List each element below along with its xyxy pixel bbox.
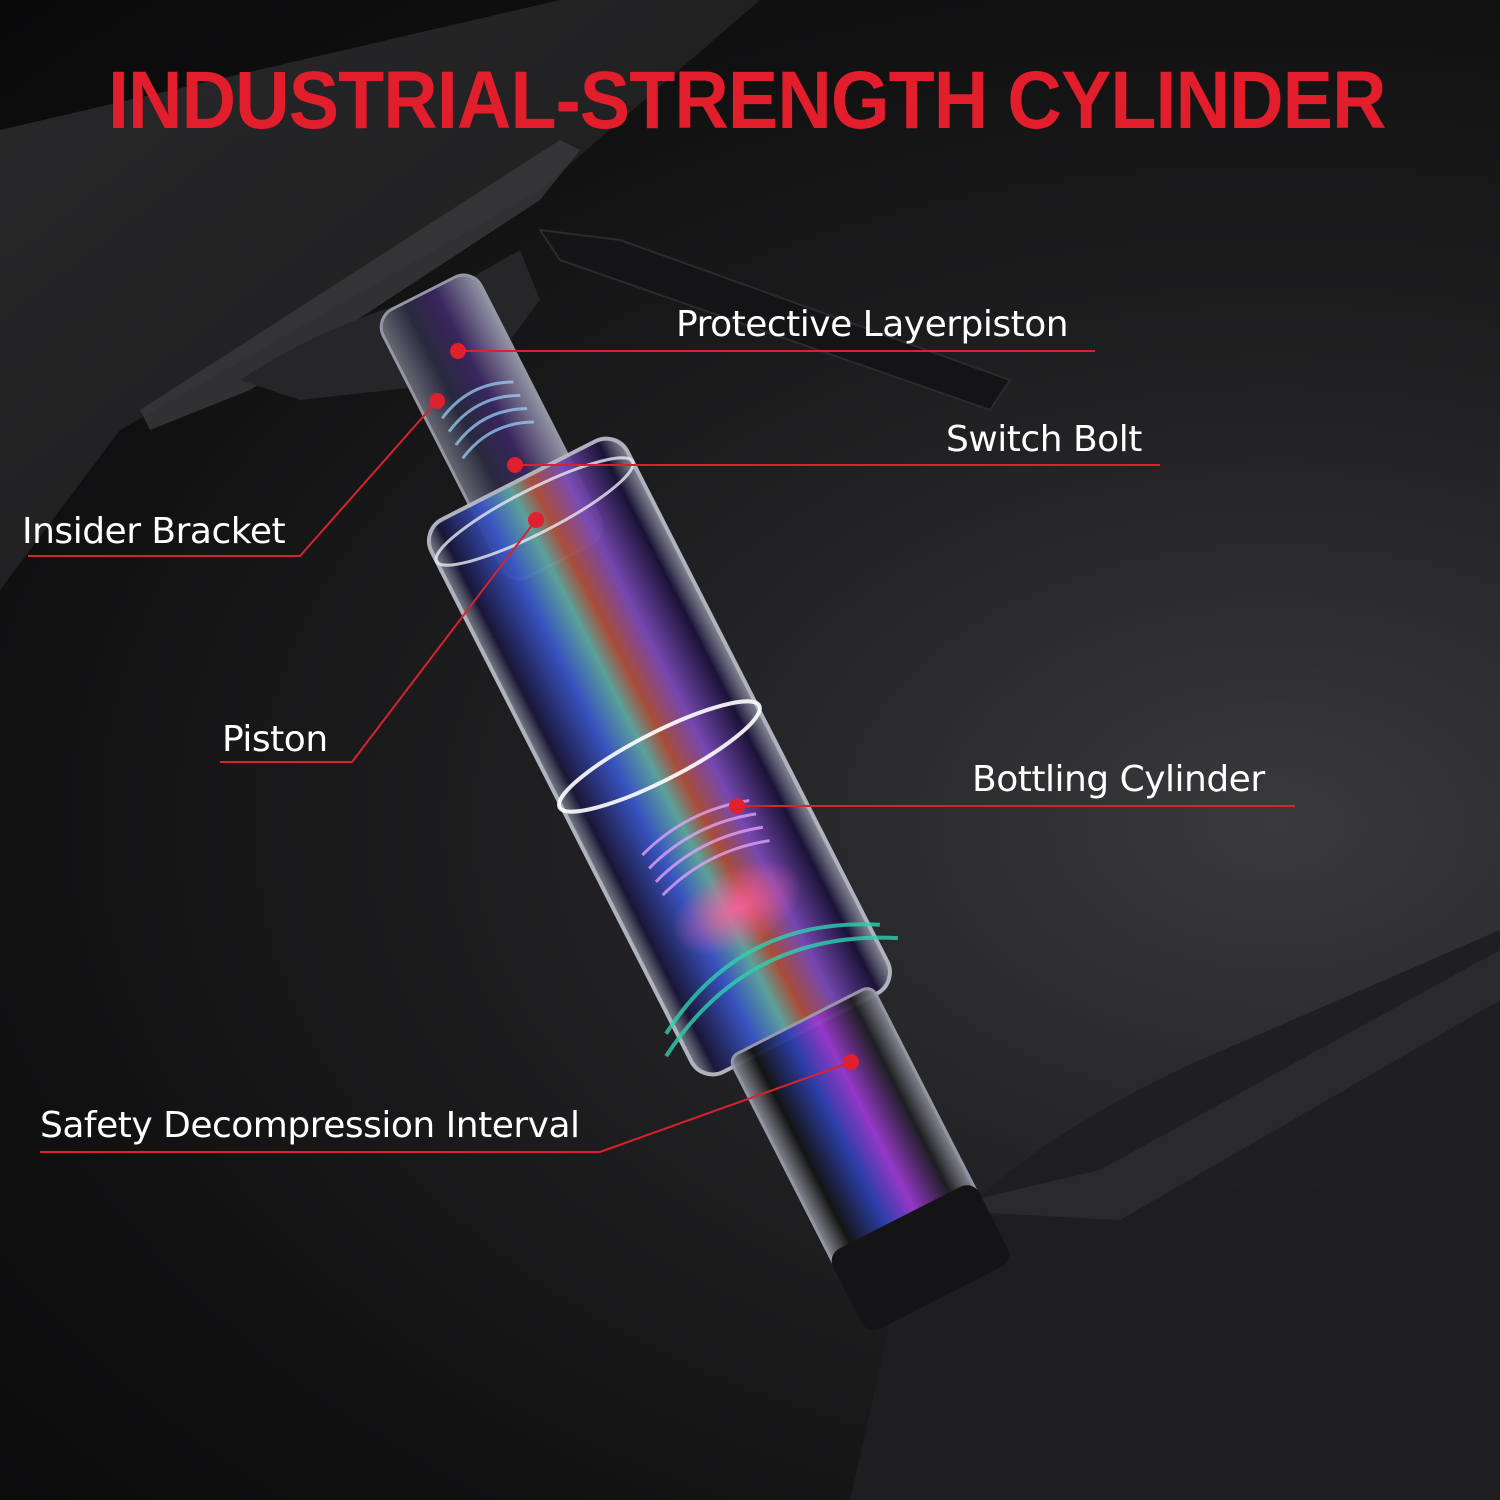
callout-dot-safety-decompression (843, 1054, 859, 1070)
callout-line-piston (220, 519, 537, 763)
callout-lines (28, 350, 1295, 1153)
callout-dots (429, 343, 859, 1070)
callout-dot-piston (528, 512, 544, 528)
page-title: INDUSTRIAL-STRENGTH CYLINDER (108, 55, 1387, 146)
seat-plate (140, 140, 580, 430)
label-switch-bolt: Switch Bolt (946, 419, 1142, 460)
callout-line-insider-bracket (28, 400, 438, 557)
label-bottling-cylinder: Bottling Cylinder (972, 759, 1265, 800)
label-insider-bracket: Insider Bracket (22, 511, 286, 552)
callout-dot-insider-bracket (429, 393, 445, 409)
mechanism-lever (537, 228, 1012, 412)
label-safety-decompression: Safety Decompression Interval (40, 1105, 580, 1146)
label-piston: Piston (222, 719, 328, 760)
callout-dot-switch-bolt (507, 457, 523, 473)
callout-dot-bottling-cylinder (729, 798, 745, 814)
callout-line-safety-decompression (40, 1061, 852, 1153)
label-protective-layer: Protective Layerpiston (676, 304, 1069, 345)
callout-dot-protective-layer (450, 343, 466, 359)
